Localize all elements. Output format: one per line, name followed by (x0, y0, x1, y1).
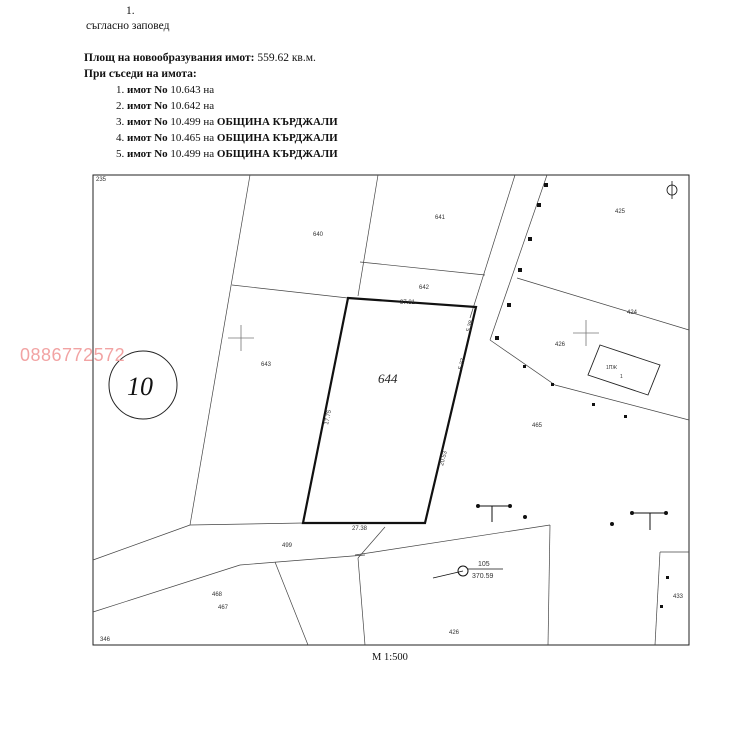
neighbor-item: 3. имот No 10.499 на ОБЩИНА КЪРДЖАЛИ (116, 116, 338, 128)
parcel-label: 499 (282, 543, 293, 549)
area-line: Площ на новообразувания имот: 559.62 кв.… (84, 52, 316, 64)
area-value: 559.62 кв.м. (257, 52, 316, 64)
dimension-label: 5.37 (458, 357, 467, 370)
parcel-label: 467 (218, 605, 229, 611)
parcel-label: 642 (419, 285, 430, 291)
item-number: 1. (126, 5, 135, 17)
building-outline (587, 344, 661, 396)
map-frame (92, 174, 690, 646)
parcel-label: 641 (435, 215, 446, 221)
parcel-boundaries (92, 174, 690, 646)
main-parcel-outline (301, 296, 478, 525)
geodetic-point: 105 370.59 (432, 561, 503, 580)
dimension-label: 20.53 (439, 450, 449, 467)
parcel-label: 640 (313, 232, 324, 238)
block-number: 10 (127, 372, 153, 401)
parcel-label: 468 (212, 592, 223, 598)
neighbor-item: 2. имот No 10.642 на (116, 100, 215, 112)
geodetic-elevation: 370.59 (472, 573, 494, 580)
dimension-label: 37.81 (400, 300, 416, 306)
parcel-label: 424 (627, 310, 638, 316)
phone-watermark: 0886772572 (20, 345, 126, 365)
parcel-label: 433 (673, 594, 684, 600)
block-circle (108, 350, 178, 420)
main-parcel-number: 644 (378, 371, 398, 386)
boundary-markers (495, 183, 669, 608)
neighbor-item: 5. имот No 10.499 на ОБЩИНА КЪРДЖАЛИ (116, 148, 338, 160)
area-label: Площ на новообразувания имот: (84, 52, 255, 64)
dimension-label: 17.75 (324, 409, 333, 426)
north-arrow-icon (666, 181, 678, 199)
grid-cross-marks (228, 320, 599, 351)
street-signs (476, 504, 668, 530)
dimension-label: 5.38 (466, 319, 475, 332)
neighbor-item: 1. имот No 10.643 на (116, 84, 215, 96)
dimension-label: 27.38 (352, 526, 368, 532)
parcel-label: 426 (449, 630, 460, 636)
order-text: съгласно заповед (86, 20, 170, 32)
building-label: 1ПЖ (606, 365, 617, 371)
map-scale: M 1:500 (372, 652, 408, 663)
parcel-label: 643 (261, 362, 272, 368)
geodetic-point-number: 105 (478, 561, 490, 568)
neighbors-list: 1. имот No 10.643 на 2. имот No 10.642 н… (116, 84, 338, 164)
neighbor-item: 4. имот No 10.465 на ОБЩИНА КЪРДЖАЛИ (116, 132, 338, 144)
parcel-label: 346 (100, 637, 111, 643)
parcel-label: 425 (615, 209, 626, 215)
parcel-label: 235 (96, 177, 107, 183)
building-floor: 1 (620, 374, 623, 380)
neighbors-title: При съседи на имота: (84, 68, 197, 80)
parcel-label: 426 (555, 342, 566, 348)
parcel-label: 465 (532, 423, 543, 429)
